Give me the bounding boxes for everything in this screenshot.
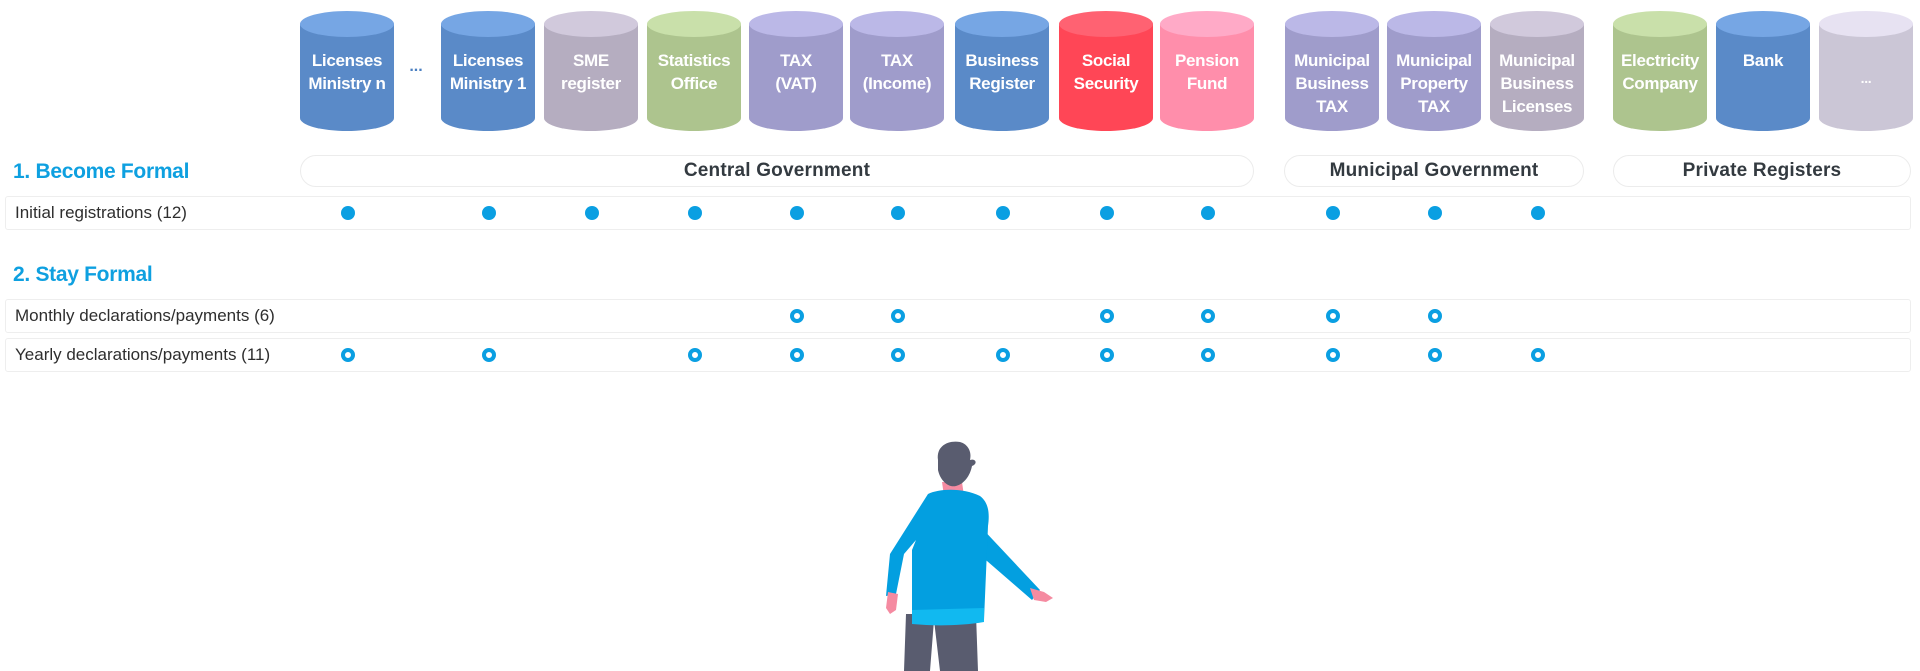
register-sme-register: SME register [544,11,638,131]
register-label: SME register [561,51,621,93]
filled-dot-tax-vat [790,206,804,220]
register-label: Business Register [965,51,1039,93]
ring-dot-tax-vat [790,309,804,323]
database-cylinder-icon [1819,11,1913,131]
row-label: Yearly declarations/payments (11) [15,345,271,364]
register-label: Municipal Property TAX [1396,51,1472,116]
register-municipal-property-tax: Municipal Property TAX [1387,11,1481,131]
ring-dot-licenses-ministry-n [341,348,355,362]
database-cylinder-icon [544,11,638,131]
person-illustration [886,441,1053,671]
database-cylinder-icon [955,11,1049,131]
filled-dot-business-register [996,206,1010,220]
ring-dot-municipal-business-tax [1326,309,1340,323]
register-label: Municipal Business Licenses [1499,51,1575,116]
register-label: Statistics Office [657,51,731,93]
ring-dot-municipal-property-tax [1428,309,1442,323]
register-municipal-business-tax: Municipal Business TAX [1285,11,1379,131]
database-cylinder-icon [1613,11,1707,131]
group-private-registers: Private Registers [1613,155,1911,187]
person-hair [937,441,976,487]
ring-dot-social-security [1100,309,1114,323]
register-label: TAX (Income) [862,51,932,93]
database-cylinder-icon [749,11,843,131]
person-figure [886,441,1053,671]
person-right-hand [1030,588,1053,602]
register-municipal-business-licenses: Municipal Business Licenses [1490,11,1584,131]
database-cylinder-icon [1160,11,1254,131]
ring-dot-pension-fund [1201,309,1215,323]
ring-dot-licenses-ministry-1 [482,348,496,362]
person-right-arm [972,524,1040,600]
filled-dot-tax-income [891,206,905,220]
filled-dot-pension-fund [1201,206,1215,220]
register-label: Bank [1742,51,1784,70]
database-cylinder-icon [1490,11,1584,131]
ring-dot-pension-fund [1201,348,1215,362]
register-social-security: Social Security [1059,11,1153,131]
register-statistics-office: Statistics Office [647,11,741,131]
register-tax-income: TAX (Income) [850,11,944,131]
ring-dot-municipal-business-licenses [1531,348,1545,362]
register-licenses-ministry-1: Licenses Ministry 1 [441,11,535,131]
ring-dot-tax-income [891,348,905,362]
database-cylinder-icon [1716,11,1810,131]
row-label: Initial registrations (12) [15,203,187,222]
ring-dot-tax-vat [790,348,804,362]
register-label: Licenses Ministry 1 [449,51,527,93]
register-tax-vat: TAX (VAT) [749,11,843,131]
person-left-hand [886,592,898,614]
register-electricity-company: Electricity Company [1613,11,1707,131]
person-legs [904,614,978,671]
ring-dot-municipal-business-tax [1326,348,1340,362]
register-label: TAX (VAT) [775,51,817,93]
database-cylinder-icon [647,11,741,131]
section-title-become-formal: 1. Become Formal [13,160,190,183]
register-label: ... [1860,70,1872,86]
ring-dot-statistics-office [688,348,702,362]
ring-dot-municipal-property-tax [1428,348,1442,362]
person-sweater-hem [912,608,984,626]
ring-dot-social-security [1100,348,1114,362]
database-cylinder-icon [441,11,535,131]
database-cylinder-icon [300,11,394,131]
register-more-private: ... [1819,11,1913,131]
more-ministries-ellipsis: ... [409,58,423,75]
register-business-register: Business Register [955,11,1049,131]
register-licenses-ministry-n: Licenses Ministry n [300,11,394,131]
group-central-government: Central Government [300,155,1254,187]
register-pension-fund: Pension Fund [1160,11,1254,131]
database-cylinder-icon [1285,11,1379,131]
register-label: Pension Fund [1174,51,1240,93]
filled-dot-municipal-business-licenses [1531,206,1545,220]
register-label: Licenses Ministry n [308,51,386,93]
filled-dot-licenses-ministry-1 [482,206,496,220]
ring-dot-business-register [996,348,1010,362]
row-initial-registrations: Initial registrations (12) [5,196,1911,230]
filled-dot-licenses-ministry-n [341,206,355,220]
filled-dot-municipal-business-tax [1326,206,1340,220]
filled-dot-social-security [1100,206,1114,220]
group-municipal-government: Municipal Government [1284,155,1584,187]
row-monthly-declarations: Monthly declarations/payments (6) [5,299,1911,333]
row-label: Monthly declarations/payments (6) [15,306,275,325]
person-torso [886,489,989,622]
database-cylinder-icon [1387,11,1481,131]
row-yearly-declarations: Yearly declarations/payments (11) [5,338,1911,372]
database-cylinder-icon [1059,11,1153,131]
section-title-stay-formal: 2. Stay Formal [13,263,153,286]
ring-dot-tax-income [891,309,905,323]
register-bank: Bank [1716,11,1810,131]
register-label: Municipal Business TAX [1294,51,1370,116]
filled-dot-municipal-property-tax [1428,206,1442,220]
database-cylinder-icon [850,11,944,131]
filled-dot-statistics-office [688,206,702,220]
register-label: Social Security [1073,51,1139,93]
register-label: Electricity Company [1621,51,1699,93]
filled-dot-sme-register [585,206,599,220]
